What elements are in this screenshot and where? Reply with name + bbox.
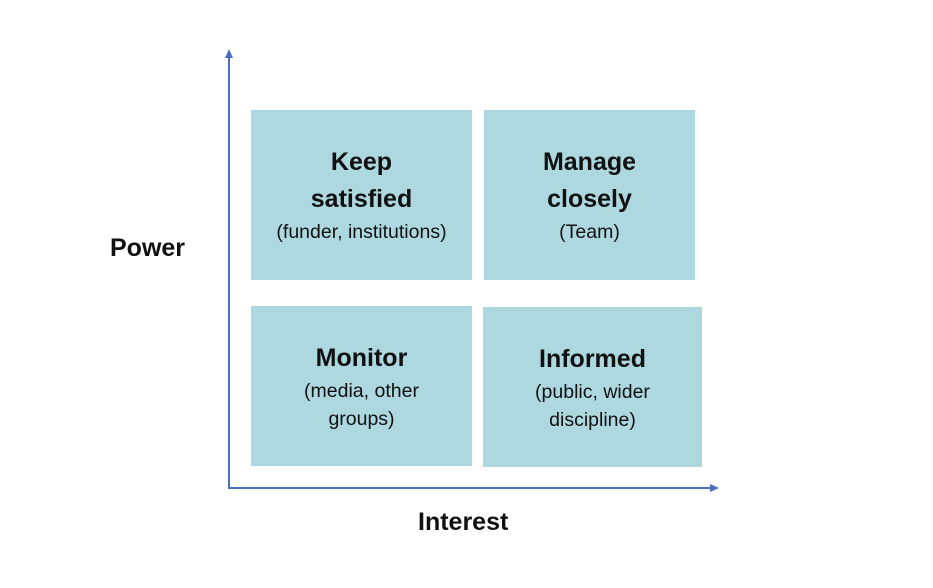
quadrant-subtitle: (Team) [559,221,620,243]
y-axis-arrowhead [225,49,233,58]
quadrant-title: Informed [539,344,646,373]
quadrant-subtitle: (public, wider discipline) [535,380,650,431]
quadrant-title: Manage closely [542,148,637,213]
quadrant-title: Keep satisfied [310,148,413,213]
quadrant-keep-satisfied: Keep satisfied (funder, institutions) [251,110,472,280]
quadrant-informed: Informed (public, wider discipline) [483,307,702,467]
quadrant-manage-closely: Manage closely (Team) [484,110,695,280]
x-axis-arrowhead [710,484,719,492]
quadrant-subtitle: (media, other groups) [304,379,419,430]
quadrant-monitor: Monitor (media, other groups) [251,306,472,466]
quadrant-title: Monitor [315,343,408,372]
x-axis-label: Interest [418,508,509,536]
y-axis-label: Power [110,234,186,262]
quadrant-subtitle: (funder, institutions) [276,221,447,243]
